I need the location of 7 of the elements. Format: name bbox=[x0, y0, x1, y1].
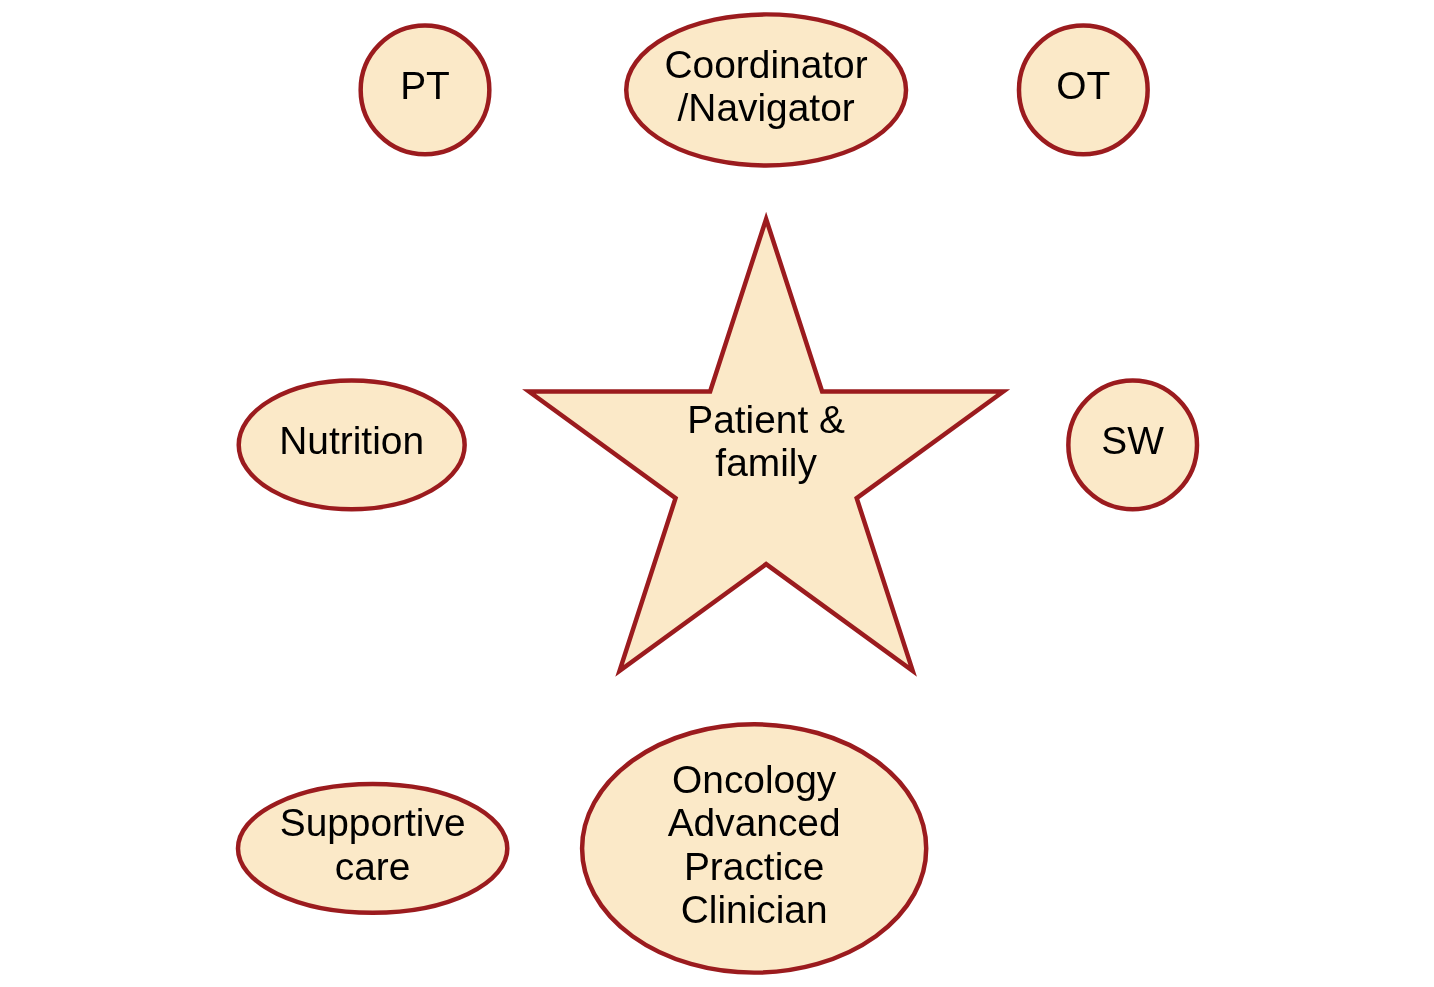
node-ellipse: Oncology Advanced Practice Clinician bbox=[579, 722, 928, 975]
node-ellipse: Nutrition bbox=[236, 378, 467, 512]
node-ellipse: Coordinator /Navigator bbox=[623, 12, 908, 168]
node-ellipse: Supportive care bbox=[235, 781, 510, 916]
node-circle: SW bbox=[1065, 378, 1199, 512]
node-circle: OT bbox=[1016, 23, 1150, 157]
node-circle: PT bbox=[357, 23, 492, 157]
